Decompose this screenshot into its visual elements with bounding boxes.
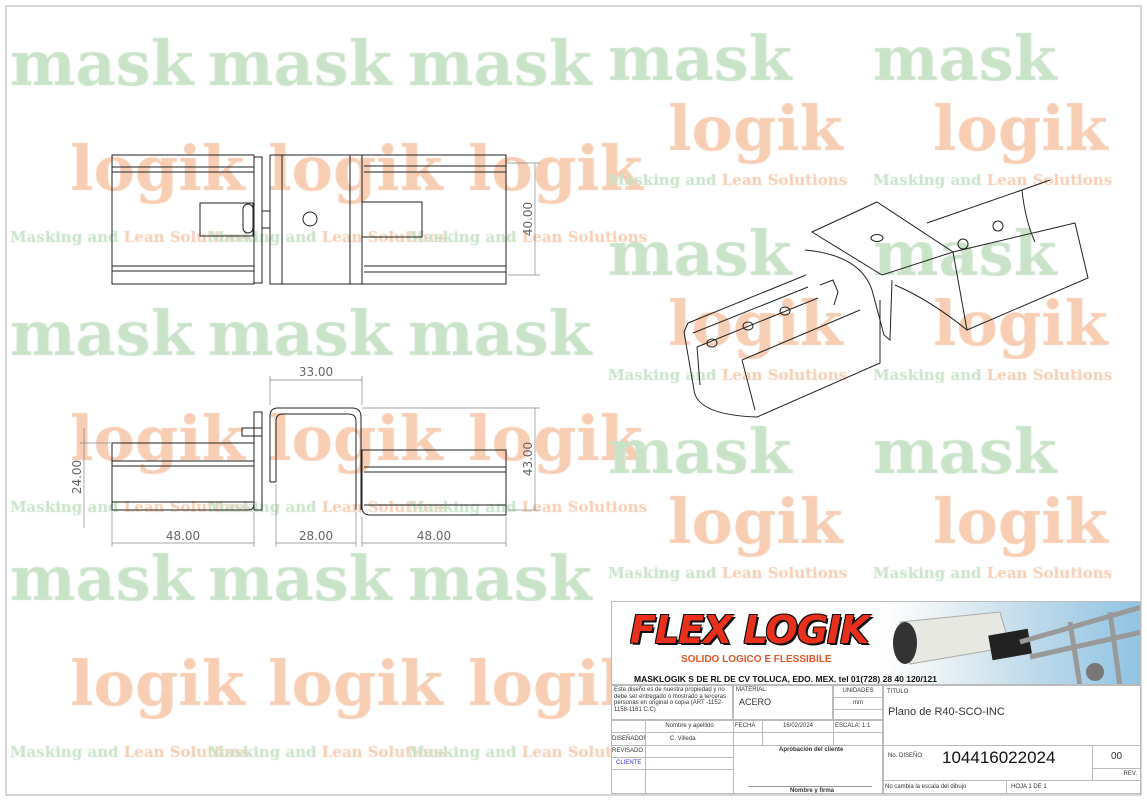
scale-note: No cambia la escala del dibujo [883,780,1007,794]
side-view: 33.00 43.00 24.00 48.00 28.00 48.00 [70,365,540,547]
front-view: 40.00 [111,154,540,285]
dim-center-length: 28.00 [299,529,333,543]
flexlogik-logo: FLEX LOGIK [630,608,870,652]
sheet-border [5,5,1142,796]
pipe-photo-illustration [893,604,1140,684]
company-info: MASKLOGIK S DE RL DE CV TOLUCA, EDO. MEX… [634,674,937,684]
empty-cell [611,769,646,794]
material-cell: MATERIAL: ACERO [733,685,833,720]
signature-line [748,786,872,787]
design-number-cell: No. DISEÑO 104416022024 [883,745,1093,781]
designer-name: C. Villeda [645,732,734,746]
dim-bracket-width: 33.00 [299,365,333,379]
material-value: ACERO [739,697,772,707]
empty-cell [645,769,734,794]
dim-left-length: 48.00 [166,529,200,543]
empty-cell [833,732,883,746]
designer-label: DISEÑADOR [611,732,646,746]
empty-cell [762,732,834,746]
sheet-number: HOJA 1 DE 1 [1006,780,1141,794]
dim-overall-height: 43.00 [521,442,535,476]
units-empty [833,709,883,720]
design-no: 104416022024 [942,748,1056,767]
isometric-view [683,179,1089,418]
dim-front-height: 40.00 [521,202,535,236]
empty-cell [733,732,763,746]
material-label: MATERIAL: [736,687,768,693]
approval-label: Aprobación del cliente [779,747,844,753]
slogan: SOLIDO LOGICO E FLESSIBILE [681,654,832,665]
title-cell: TITULO Plano de R40-SCO-INC [883,685,1141,746]
revision-label: REV. [1092,768,1141,781]
logo-banner: FLEX LOGIK SOLIDO LOGICO E FLESSIBILE MA… [611,601,1141,685]
client-approval-cell: Aprobación del cliente Nombre y firma [733,745,883,794]
dim-right-length: 48.00 [417,529,451,543]
title-label: TITULO [887,689,909,695]
revision-value: 00 [1092,745,1141,769]
disclaimer: Este diseño es de nuestra propiedad y no… [611,685,733,720]
dim-channel-height: 24.00 [70,460,84,494]
signature-label: Nombre y firma [790,788,835,794]
title-block: FLEX LOGIK SOLIDO LOGICO E FLESSIBILE MA… [611,601,1141,794]
product-photo [880,602,1140,684]
drawing-title: Plano de R40-SCO-INC [888,706,1005,718]
design-no-label: No. DISEÑO [888,753,923,759]
